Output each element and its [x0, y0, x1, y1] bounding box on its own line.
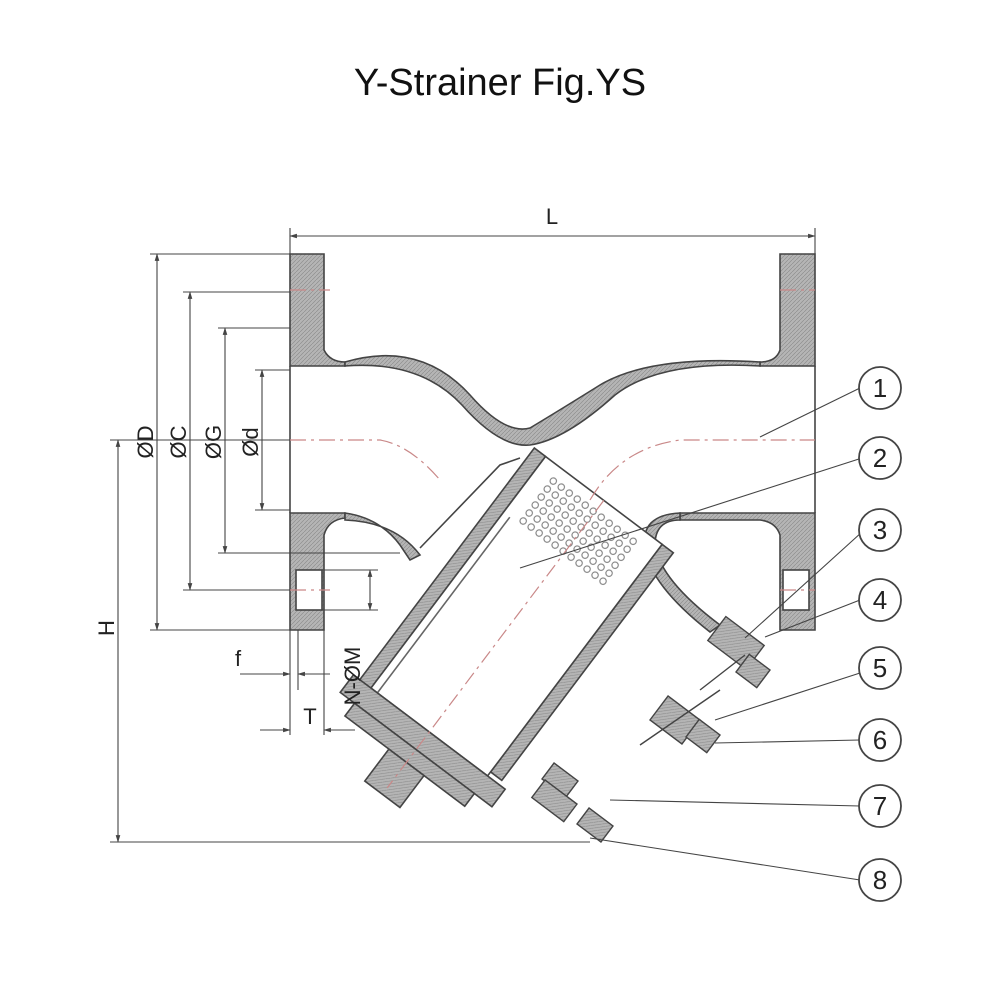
callout-8: 8	[858, 858, 902, 902]
callout-3-label: 3	[873, 515, 887, 545]
centerlines	[290, 289, 815, 591]
callout-3: 3	[858, 508, 902, 552]
dim-label-f: f	[235, 646, 242, 671]
dim-label-d: Ød	[238, 427, 263, 456]
dim-label-L: L	[546, 204, 558, 229]
dim-label-G: ØG	[201, 425, 226, 459]
body-lower-left	[344, 512, 422, 562]
callout-5: 5	[858, 646, 902, 690]
dim-label-C: ØC	[166, 425, 191, 458]
callout-5-label: 5	[873, 653, 887, 683]
callout-6: 6	[858, 718, 902, 762]
right-flange-lower	[679, 512, 816, 631]
dim-label-H: H	[94, 620, 119, 636]
callout-2-label: 2	[873, 443, 887, 473]
callout-7: 7	[858, 784, 902, 828]
callout-2: 2	[858, 436, 902, 480]
callout-1-label: 1	[873, 373, 887, 403]
dim-label-D: ØD	[133, 426, 158, 459]
left-flange	[289, 253, 346, 367]
dim-label-T: T	[303, 704, 316, 729]
strainer-leg	[339, 446, 675, 809]
callout-7-label: 7	[873, 791, 887, 821]
callout-4-label: 4	[873, 585, 887, 615]
body-top-wall	[344, 354, 761, 446]
callout-leaders	[519, 387, 863, 881]
callout-8-label: 8	[873, 865, 887, 895]
cap-bolts	[530, 615, 771, 843]
callout-6-label: 6	[873, 725, 887, 755]
right-flange	[759, 253, 816, 367]
callout-1: 1	[858, 366, 902, 410]
dim-label-N-M: N-ØM	[340, 647, 365, 706]
page-title: Y-Strainer Fig.YS	[353, 62, 647, 104]
dimension-lines	[110, 228, 816, 843]
callout-4: 4	[858, 578, 902, 622]
